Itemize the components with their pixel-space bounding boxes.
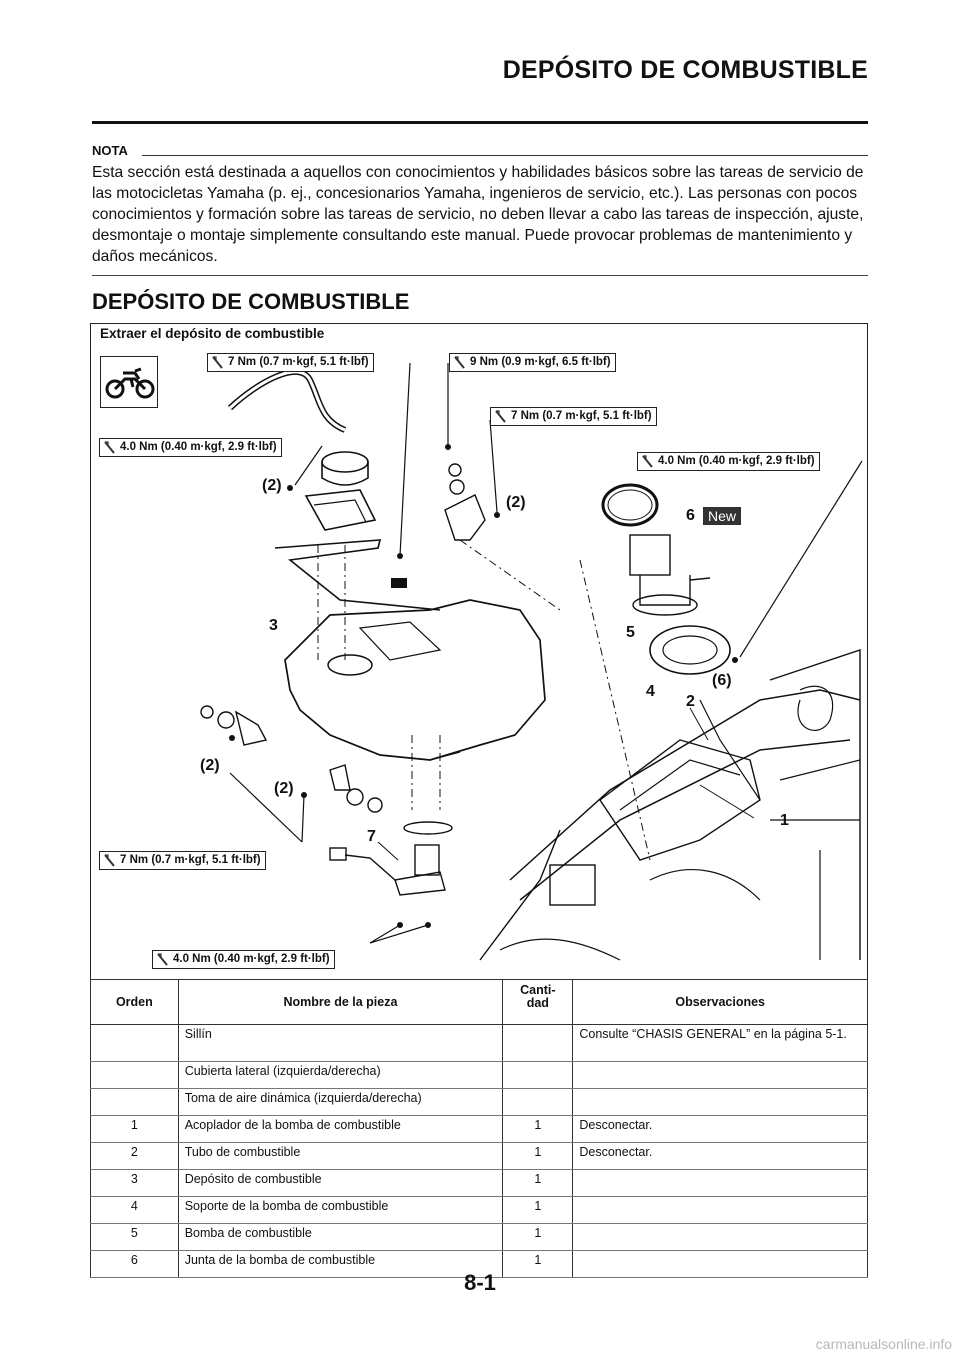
cell-remarks	[572, 1223, 868, 1251]
cell-part-name: Toma de aire dinámica (izquierda/derecha…	[177, 1088, 504, 1116]
callout-qty-duct-bolts: (2)	[262, 477, 282, 494]
cell-quantity: 1	[502, 1223, 574, 1251]
cell-remarks	[572, 1061, 868, 1089]
table-row: 6 Junta de la bomba de combustible 1	[90, 1250, 868, 1278]
page-header-title: DEPÓSITO DE COMBUSTIBLE	[502, 56, 868, 84]
cell-quantity: 1	[502, 1250, 574, 1278]
callout-part-7: 7	[367, 828, 376, 845]
cell-quantity	[502, 1088, 574, 1116]
torque-label-bracket-side-bolt: 7 Nm (0.7 m·kgf, 5.1 ft·lbf)	[490, 407, 657, 426]
note-text: Esta sección está destinada a aquellos c…	[92, 164, 864, 265]
figure-title: Extraer el depósito de combustible	[100, 326, 325, 341]
callout-part-2: 2	[686, 693, 695, 710]
torque-wrench-icon	[495, 410, 506, 423]
column-header-order: Orden	[90, 979, 179, 1025]
cell-quantity	[502, 1024, 574, 1062]
exploded-diagram-frame	[90, 323, 868, 980]
cell-order: 4	[90, 1196, 179, 1224]
torque-value: 4.0 Nm (0.40 m·kgf, 2.9 ft·lbf)	[120, 441, 277, 453]
torque-label-sender-bolts: 4.0 Nm (0.40 m·kgf, 2.9 ft·lbf)	[152, 950, 335, 969]
table-row: 5 Bomba de combustible 1	[90, 1223, 868, 1251]
torque-value: 4.0 Nm (0.40 m·kgf, 2.9 ft·lbf)	[173, 953, 330, 965]
table-row: 4 Soporte de la bomba de combustible 1	[90, 1196, 868, 1224]
table-row: 2 Tubo de combustible 1 Desconectar.	[90, 1142, 868, 1170]
cell-order: 5	[90, 1223, 179, 1251]
torque-label-duct-bolt: 4.0 Nm (0.40 m·kgf, 2.9 ft·lbf)	[99, 438, 282, 457]
cell-part-name: Junta de la bomba de combustible	[177, 1250, 504, 1278]
table-row: Cubierta lateral (izquierda/derecha)	[90, 1061, 868, 1089]
cell-quantity	[502, 1061, 574, 1089]
cell-quantity: 1	[502, 1169, 574, 1197]
cell-part-name: Acoplador de la bomba de combustible	[177, 1115, 504, 1143]
callout-part-4: 4	[646, 683, 655, 700]
watermark: carmanualsonline.info	[815, 1336, 952, 1352]
cell-remarks	[572, 1169, 868, 1197]
cell-part-name: Cubierta lateral (izquierda/derecha)	[177, 1061, 504, 1089]
cell-order: 2	[90, 1142, 179, 1170]
cell-quantity: 1	[502, 1196, 574, 1224]
callout-qty-rear-bolts: (2)	[274, 780, 294, 797]
callout-part-5: 5	[626, 624, 635, 641]
table-row: Sillín Consulte “CHASIS GENERAL” en la p…	[90, 1024, 868, 1062]
torque-value: 7 Nm (0.7 m·kgf, 5.1 ft·lbf)	[120, 854, 261, 866]
cell-part-name: Bomba de combustible	[177, 1223, 504, 1251]
torque-wrench-icon	[212, 356, 223, 369]
callout-part-6: 6	[686, 507, 695, 524]
cell-part-name: Tubo de combustible	[177, 1142, 504, 1170]
table-row: 1 Acoplador de la bomba de combustible 1…	[90, 1115, 868, 1143]
torque-value: 7 Nm (0.7 m·kgf, 5.1 ft·lbf)	[511, 410, 652, 422]
callout-qty-left-bolts: (2)	[200, 757, 220, 774]
cell-remarks	[572, 1088, 868, 1116]
table-row: Toma de aire dinámica (izquierda/derecha…	[90, 1088, 868, 1116]
cell-quantity: 1	[502, 1142, 574, 1170]
torque-label-pump-bolts: 4.0 Nm (0.40 m·kgf, 2.9 ft·lbf)	[637, 452, 820, 471]
cell-order	[90, 1024, 179, 1062]
torque-wrench-icon	[642, 455, 653, 468]
torque-wrench-icon	[454, 356, 465, 369]
torque-wrench-icon	[104, 441, 115, 454]
cell-quantity: 1	[502, 1115, 574, 1143]
note-rule	[142, 155, 868, 156]
torque-label-side-bolts: 7 Nm (0.7 m·kgf, 5.1 ft·lbf)	[99, 851, 266, 870]
parts-table: Orden Nombre de la pieza Canti- dad Obse…	[90, 979, 868, 1278]
callout-part-1: 1	[780, 812, 789, 829]
new-part-badge: New	[703, 507, 742, 525]
cell-remarks: Desconectar.	[572, 1115, 868, 1143]
torque-value: 9 Nm (0.9 m·kgf, 6.5 ft·lbf)	[470, 356, 611, 368]
callout-qty-bracket-bolts: (2)	[506, 494, 526, 511]
cell-remarks: Desconectar.	[572, 1142, 868, 1170]
column-header-remarks: Observaciones	[572, 979, 868, 1025]
callout-qty-pump-bolts: (6)	[712, 672, 732, 689]
table-row: 3 Depósito de combustible 1	[90, 1169, 868, 1197]
cell-remarks: Consulte “CHASIS GENERAL” en la página 5…	[572, 1024, 868, 1062]
column-header-part-name: Nombre de la pieza	[177, 979, 504, 1025]
cell-order	[90, 1061, 179, 1089]
header-rule	[92, 121, 868, 124]
callout-part-3: 3	[269, 617, 278, 634]
cell-order: 3	[90, 1169, 179, 1197]
motorcycle-icon	[100, 356, 158, 408]
cell-remarks	[572, 1250, 868, 1278]
torque-value: 4.0 Nm (0.40 m·kgf, 2.9 ft·lbf)	[658, 455, 815, 467]
column-header-quantity: Canti- dad	[502, 979, 574, 1025]
cell-order: 1	[90, 1115, 179, 1143]
cell-part-name: Sillín	[177, 1024, 504, 1062]
cell-part-name: Soporte de la bomba de combustible	[177, 1196, 504, 1224]
section-title: DEPÓSITO DE COMBUSTIBLE	[92, 289, 410, 314]
note-end-rule	[92, 275, 868, 276]
cell-remarks	[572, 1196, 868, 1224]
torque-wrench-icon	[157, 953, 168, 966]
torque-value: 7 Nm (0.7 m·kgf, 5.1 ft·lbf)	[228, 356, 369, 368]
torque-label-bracket-bolt: 9 Nm (0.9 m·kgf, 6.5 ft·lbf)	[449, 353, 616, 372]
torque-label-fuel-hose: 7 Nm (0.7 m·kgf, 5.1 ft·lbf)	[207, 353, 374, 372]
table-header-row: Orden Nombre de la pieza Canti- dad Obse…	[90, 979, 868, 1025]
cell-part-name: Depósito de combustible	[177, 1169, 504, 1197]
cell-order	[90, 1088, 179, 1116]
note-label: NOTA	[92, 143, 128, 158]
page-number: 8-1	[464, 1270, 496, 1295]
torque-wrench-icon	[104, 854, 115, 867]
